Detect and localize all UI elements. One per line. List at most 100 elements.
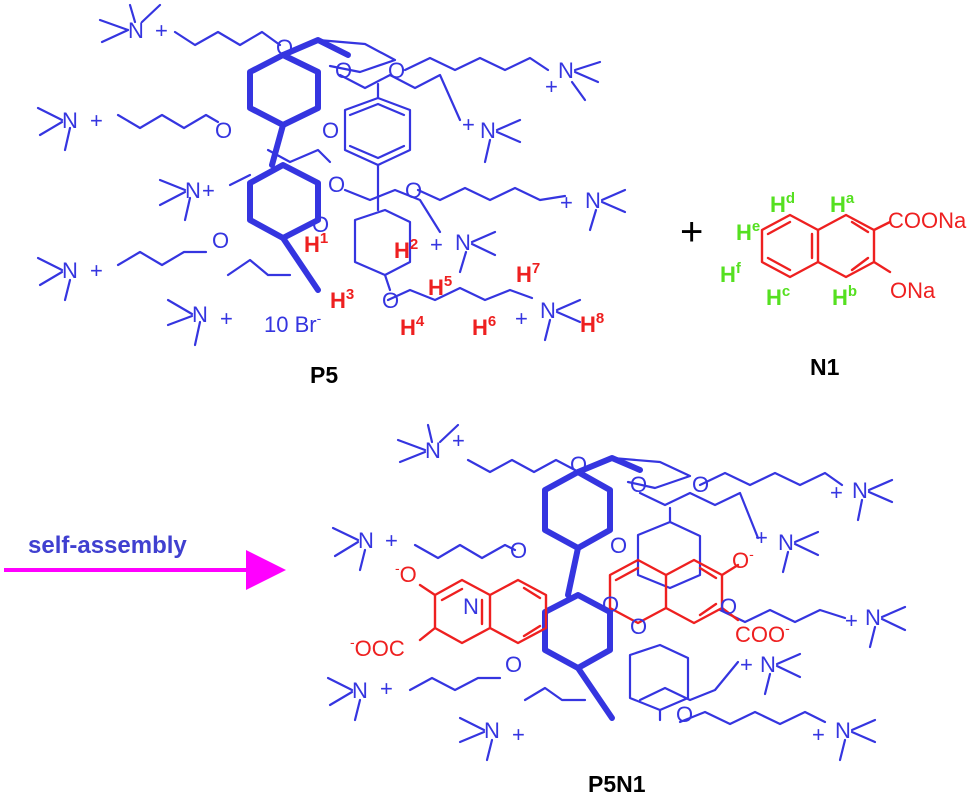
ammonium-n: N	[62, 108, 78, 133]
oxygen: O	[215, 118, 232, 143]
ammonium-n: N	[192, 302, 208, 327]
charge-plus: +	[452, 428, 465, 453]
p5-label: P5	[310, 362, 338, 388]
charge-plus: +	[430, 232, 443, 257]
charge-plus: +	[202, 178, 215, 203]
ammonium-n: N	[352, 678, 368, 703]
proton-hf: Hf	[720, 260, 742, 287]
anion-o-left: -O	[395, 560, 417, 587]
oxygen: O	[570, 452, 587, 477]
oxygen: O	[720, 594, 737, 619]
oxygen: O	[335, 58, 352, 83]
ammonium-n: N	[835, 718, 851, 743]
oxygen: O	[510, 538, 527, 563]
proton-h6: H6	[472, 313, 496, 340]
charge-plus: +	[812, 722, 825, 747]
oxygen: O	[322, 118, 339, 143]
oxygen: O	[276, 35, 293, 60]
charge-plus: +	[462, 112, 475, 137]
ammonium-n: N	[865, 605, 881, 630]
self-assembly-arrow: self-assembly	[4, 532, 286, 590]
anion-o-right: O-	[732, 546, 754, 573]
ammonium-n: N	[463, 594, 479, 619]
p5-structure: N + N + N + N + N + N + N + N + N	[36, 3, 627, 388]
p5-oxygens: O O O O O O O O O O	[212, 35, 422, 313]
oxygen: O	[405, 178, 422, 203]
proton-h7: H7	[516, 260, 540, 287]
charge-plus: +	[740, 652, 753, 677]
oxygen: O	[328, 172, 345, 197]
oxygen: O	[212, 228, 229, 253]
ammonium-n: N	[358, 528, 374, 553]
p5-ammonium-groups: N + N + N + N + N + N + N + N + N	[36, 3, 627, 347]
ammonium-n: N	[128, 18, 144, 43]
p5n1-alkyl-arms	[408, 458, 847, 726]
oxygen: O	[692, 472, 709, 497]
ammonium-n: N	[455, 230, 471, 255]
proton-h3: H3	[330, 286, 354, 313]
plus-sign: +	[680, 210, 703, 254]
p5n1-oxygens: O O O O O O O O O O	[505, 452, 737, 727]
p5-alkyl-arms	[116, 30, 567, 302]
anion-coo-left: -OOC	[350, 634, 405, 661]
oxygen: O	[630, 472, 647, 497]
proton-h2: H2	[394, 236, 418, 263]
charge-plus: +	[560, 190, 573, 215]
p5n1-structure: -O -OOC O- COO- N + N + N + N + N N	[326, 423, 907, 797]
proton-h4: H4	[400, 313, 425, 340]
charge-plus: +	[155, 18, 168, 43]
p5-macrocycle-frame	[247, 37, 412, 293]
oxygen: O	[676, 702, 693, 727]
proton-hb: Hb	[832, 283, 857, 310]
ammonium-n: N	[558, 58, 574, 83]
ammonium-n: N	[484, 718, 500, 743]
oxygen: O	[602, 592, 619, 617]
p5n1-ammonium-groups: N + N + N + N + N N + N + N + N +	[326, 423, 907, 762]
p5n1-guest-right: O- COO-	[608, 546, 790, 647]
proton-h1: H1	[304, 230, 328, 257]
oxygen: O	[388, 58, 405, 83]
oxygen: O	[382, 288, 399, 313]
charge-plus: +	[380, 676, 393, 701]
charge-plus: +	[512, 722, 525, 747]
n1-phenolate: ONa	[890, 278, 936, 303]
ammonium-n: N	[62, 258, 78, 283]
charge-plus: +	[220, 306, 233, 331]
p5n1-guest-left: -O -OOC	[350, 560, 548, 661]
p5n1-label: P5N1	[588, 771, 646, 797]
oxygen: O	[505, 652, 522, 677]
charge-plus: +	[845, 608, 858, 633]
n1-label: N1	[810, 354, 840, 380]
proton-ha: Ha	[830, 190, 855, 217]
p5-counterion: 10 Br-	[264, 310, 322, 337]
proton-he: He	[736, 218, 760, 245]
proton-h5: H5	[428, 273, 452, 300]
p5-proton-labels: H1 H2 H3 H4 H5 H6 H7 H8	[304, 230, 604, 340]
charge-plus: +	[90, 258, 103, 283]
p5n1-macrocycle-frame	[542, 455, 702, 722]
charge-plus: +	[385, 528, 398, 553]
ammonium-n: N	[185, 178, 201, 203]
ammonium-n: N	[540, 298, 556, 323]
n1-structure: COONa ONa Hd Ha He Hf Hc Hb N1	[720, 190, 967, 380]
ammonium-n: N	[585, 188, 601, 213]
proton-h8: H8	[580, 310, 604, 337]
arrow-label: self-assembly	[28, 532, 187, 559]
ammonium-n: N	[425, 438, 441, 463]
proton-hc: Hc	[766, 283, 790, 310]
anion-coo-right: COO-	[735, 620, 790, 647]
charge-plus: +	[830, 480, 843, 505]
oxygen: O	[630, 614, 647, 639]
charge-plus: +	[515, 306, 528, 331]
charge-plus: +	[545, 74, 558, 99]
ammonium-n: N	[852, 478, 868, 503]
charge-plus: +	[755, 525, 768, 550]
ammonium-n: N	[760, 652, 776, 677]
oxygen: O	[610, 533, 627, 558]
charge-plus: +	[90, 108, 103, 133]
oxygen: O	[312, 212, 329, 237]
ammonium-n: N	[778, 530, 794, 555]
n1-carboxylate: COONa	[888, 208, 967, 233]
proton-hd: Hd	[770, 190, 795, 217]
